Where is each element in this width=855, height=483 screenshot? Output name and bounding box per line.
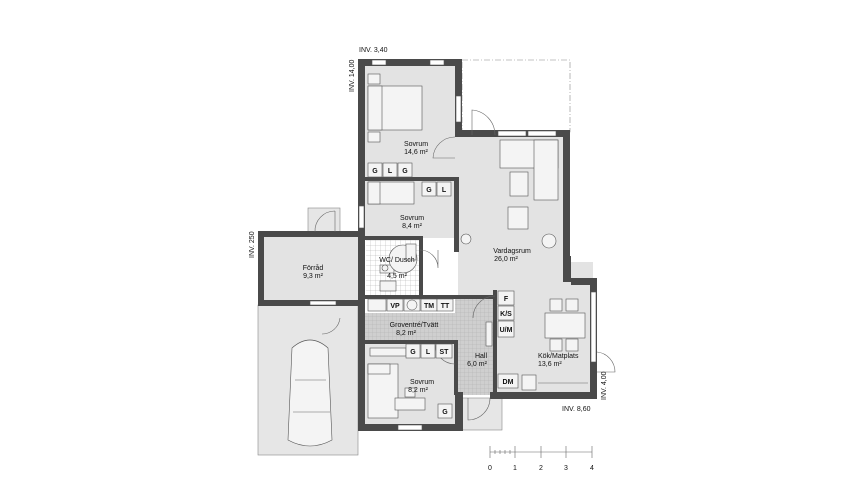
room-name: Hall (475, 353, 488, 360)
fixture-tag: L (426, 349, 431, 356)
plant (541, 233, 557, 249)
inv-label: INV. 250 (249, 231, 256, 258)
room-name: Förråd (303, 264, 324, 272)
entry-step-hall (461, 397, 503, 431)
fixtures: G L G G L VP TM TT G L ST G F K/S U/M DM (367, 162, 519, 419)
scale-tick: 1 (513, 465, 517, 472)
room-area: 8,2 m² (408, 387, 429, 394)
fixture-tag: G (372, 168, 378, 175)
room-name: Sovrum (400, 215, 424, 222)
fixture-tag: K/S (500, 311, 512, 318)
inv-label: INV. 4,00 (601, 371, 608, 400)
fixture-tag: L (388, 168, 393, 175)
room-area: 8,2 m² (396, 330, 417, 337)
inv-label: INV. 3,40 (359, 47, 388, 54)
coffee-table (509, 171, 529, 197)
armchair (507, 206, 529, 230)
entry-step-forrad (307, 207, 341, 235)
room-area: 8,4 m² (402, 223, 423, 230)
room-area: 13,6 m² (538, 361, 562, 368)
scale-tick: 0 (488, 465, 492, 472)
inv-labels: INV. 3,40 INV. 14,00 INV. 250 INV. 4,00 … (249, 47, 608, 413)
fixture-tag: TT (441, 303, 450, 310)
scale-bar: 0 1 2 3 4 (488, 446, 594, 472)
scale-tick: 3 (564, 465, 568, 472)
scale-tick: 2 (539, 465, 543, 472)
inv-label: INV. 8,60 (562, 406, 591, 413)
fixture-tag: DM (503, 379, 514, 386)
room-labels: Sovrum 14,6 m² Sovrum 8,4 m² WC/ Dusch 4… (303, 141, 579, 394)
fixture-tag: G (410, 349, 416, 356)
inv-label: INV. 14,00 (349, 59, 356, 92)
fixture-tag: U/M (500, 327, 513, 334)
room-area: 6,0 m² (467, 361, 488, 368)
fixture-tag: VP (390, 303, 400, 310)
room-area: 14,6 m² (404, 149, 428, 156)
furniture (287, 73, 588, 447)
desk (394, 397, 426, 411)
room-name: Groventré/Tvätt (390, 322, 439, 329)
car (287, 339, 333, 447)
fixture-tag: G (442, 409, 448, 416)
dining-table (544, 312, 586, 339)
room-name: Vardagsrum (493, 248, 531, 255)
fixture-tag: G (402, 168, 408, 175)
scale-tick: 4 (590, 465, 594, 472)
doors (314, 109, 616, 421)
room-area: 4,5 m² (387, 273, 408, 280)
fixture-tag: ST (440, 349, 450, 356)
fixture-tag: F (504, 296, 509, 303)
room-area: 26,0 m² (494, 256, 518, 263)
room-name: Sovrum (404, 141, 428, 148)
fixture-tag: TM (424, 303, 434, 310)
walls (258, 59, 597, 431)
room-name: Kök/Matplats (538, 353, 579, 360)
patio (461, 59, 571, 133)
fixture-tag: G (426, 187, 432, 194)
room-name: WC/ Dusch (379, 257, 415, 264)
room-name: Sovrum (410, 379, 434, 386)
fixture-tag: L (442, 187, 447, 194)
room-area: 9,3 m² (303, 273, 324, 280)
